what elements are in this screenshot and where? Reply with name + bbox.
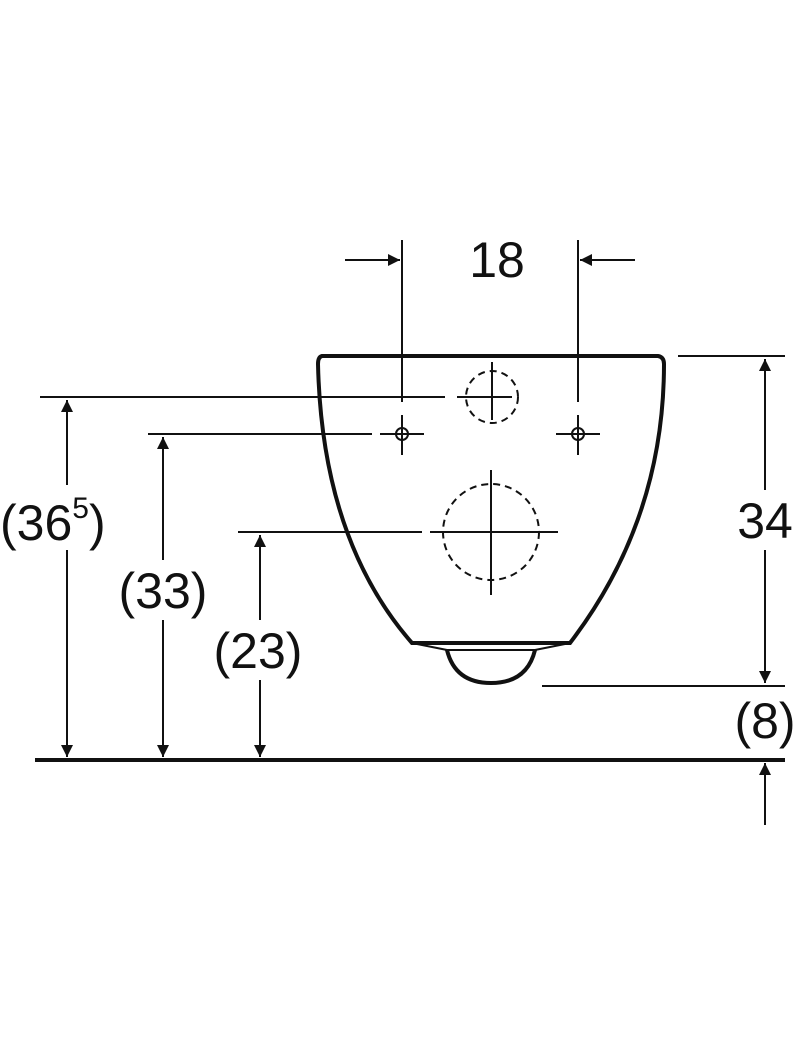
outlet-hole — [430, 470, 558, 595]
extension-lines — [40, 240, 785, 687]
label-18: 18 — [469, 232, 525, 288]
dimension-floor-gap: (8) — [734, 693, 796, 825]
dimension-fixing: (33) — [108, 437, 218, 757]
dimension-height-total: 34 — [725, 359, 800, 683]
label-23: (23) — [214, 623, 303, 679]
svg-text:(365): (365) — [0, 492, 106, 551]
dimension-hole-spacing: 18 — [345, 232, 635, 288]
fixing-point-right — [556, 415, 600, 455]
label-36-superscript: 5 — [72, 492, 89, 525]
label-34: 34 — [737, 493, 793, 549]
fixing-point-left — [380, 415, 424, 455]
toilet-outline — [315, 354, 667, 686]
label-8: (8) — [734, 693, 795, 749]
dimension-upper-hole: (365) — [0, 400, 125, 757]
dimension-outlet: (23) — [205, 535, 315, 757]
upper-hole — [457, 362, 519, 424]
label-33: (33) — [119, 563, 208, 619]
label-36-close: ) — [89, 495, 106, 551]
label-36: (36 — [0, 495, 72, 551]
